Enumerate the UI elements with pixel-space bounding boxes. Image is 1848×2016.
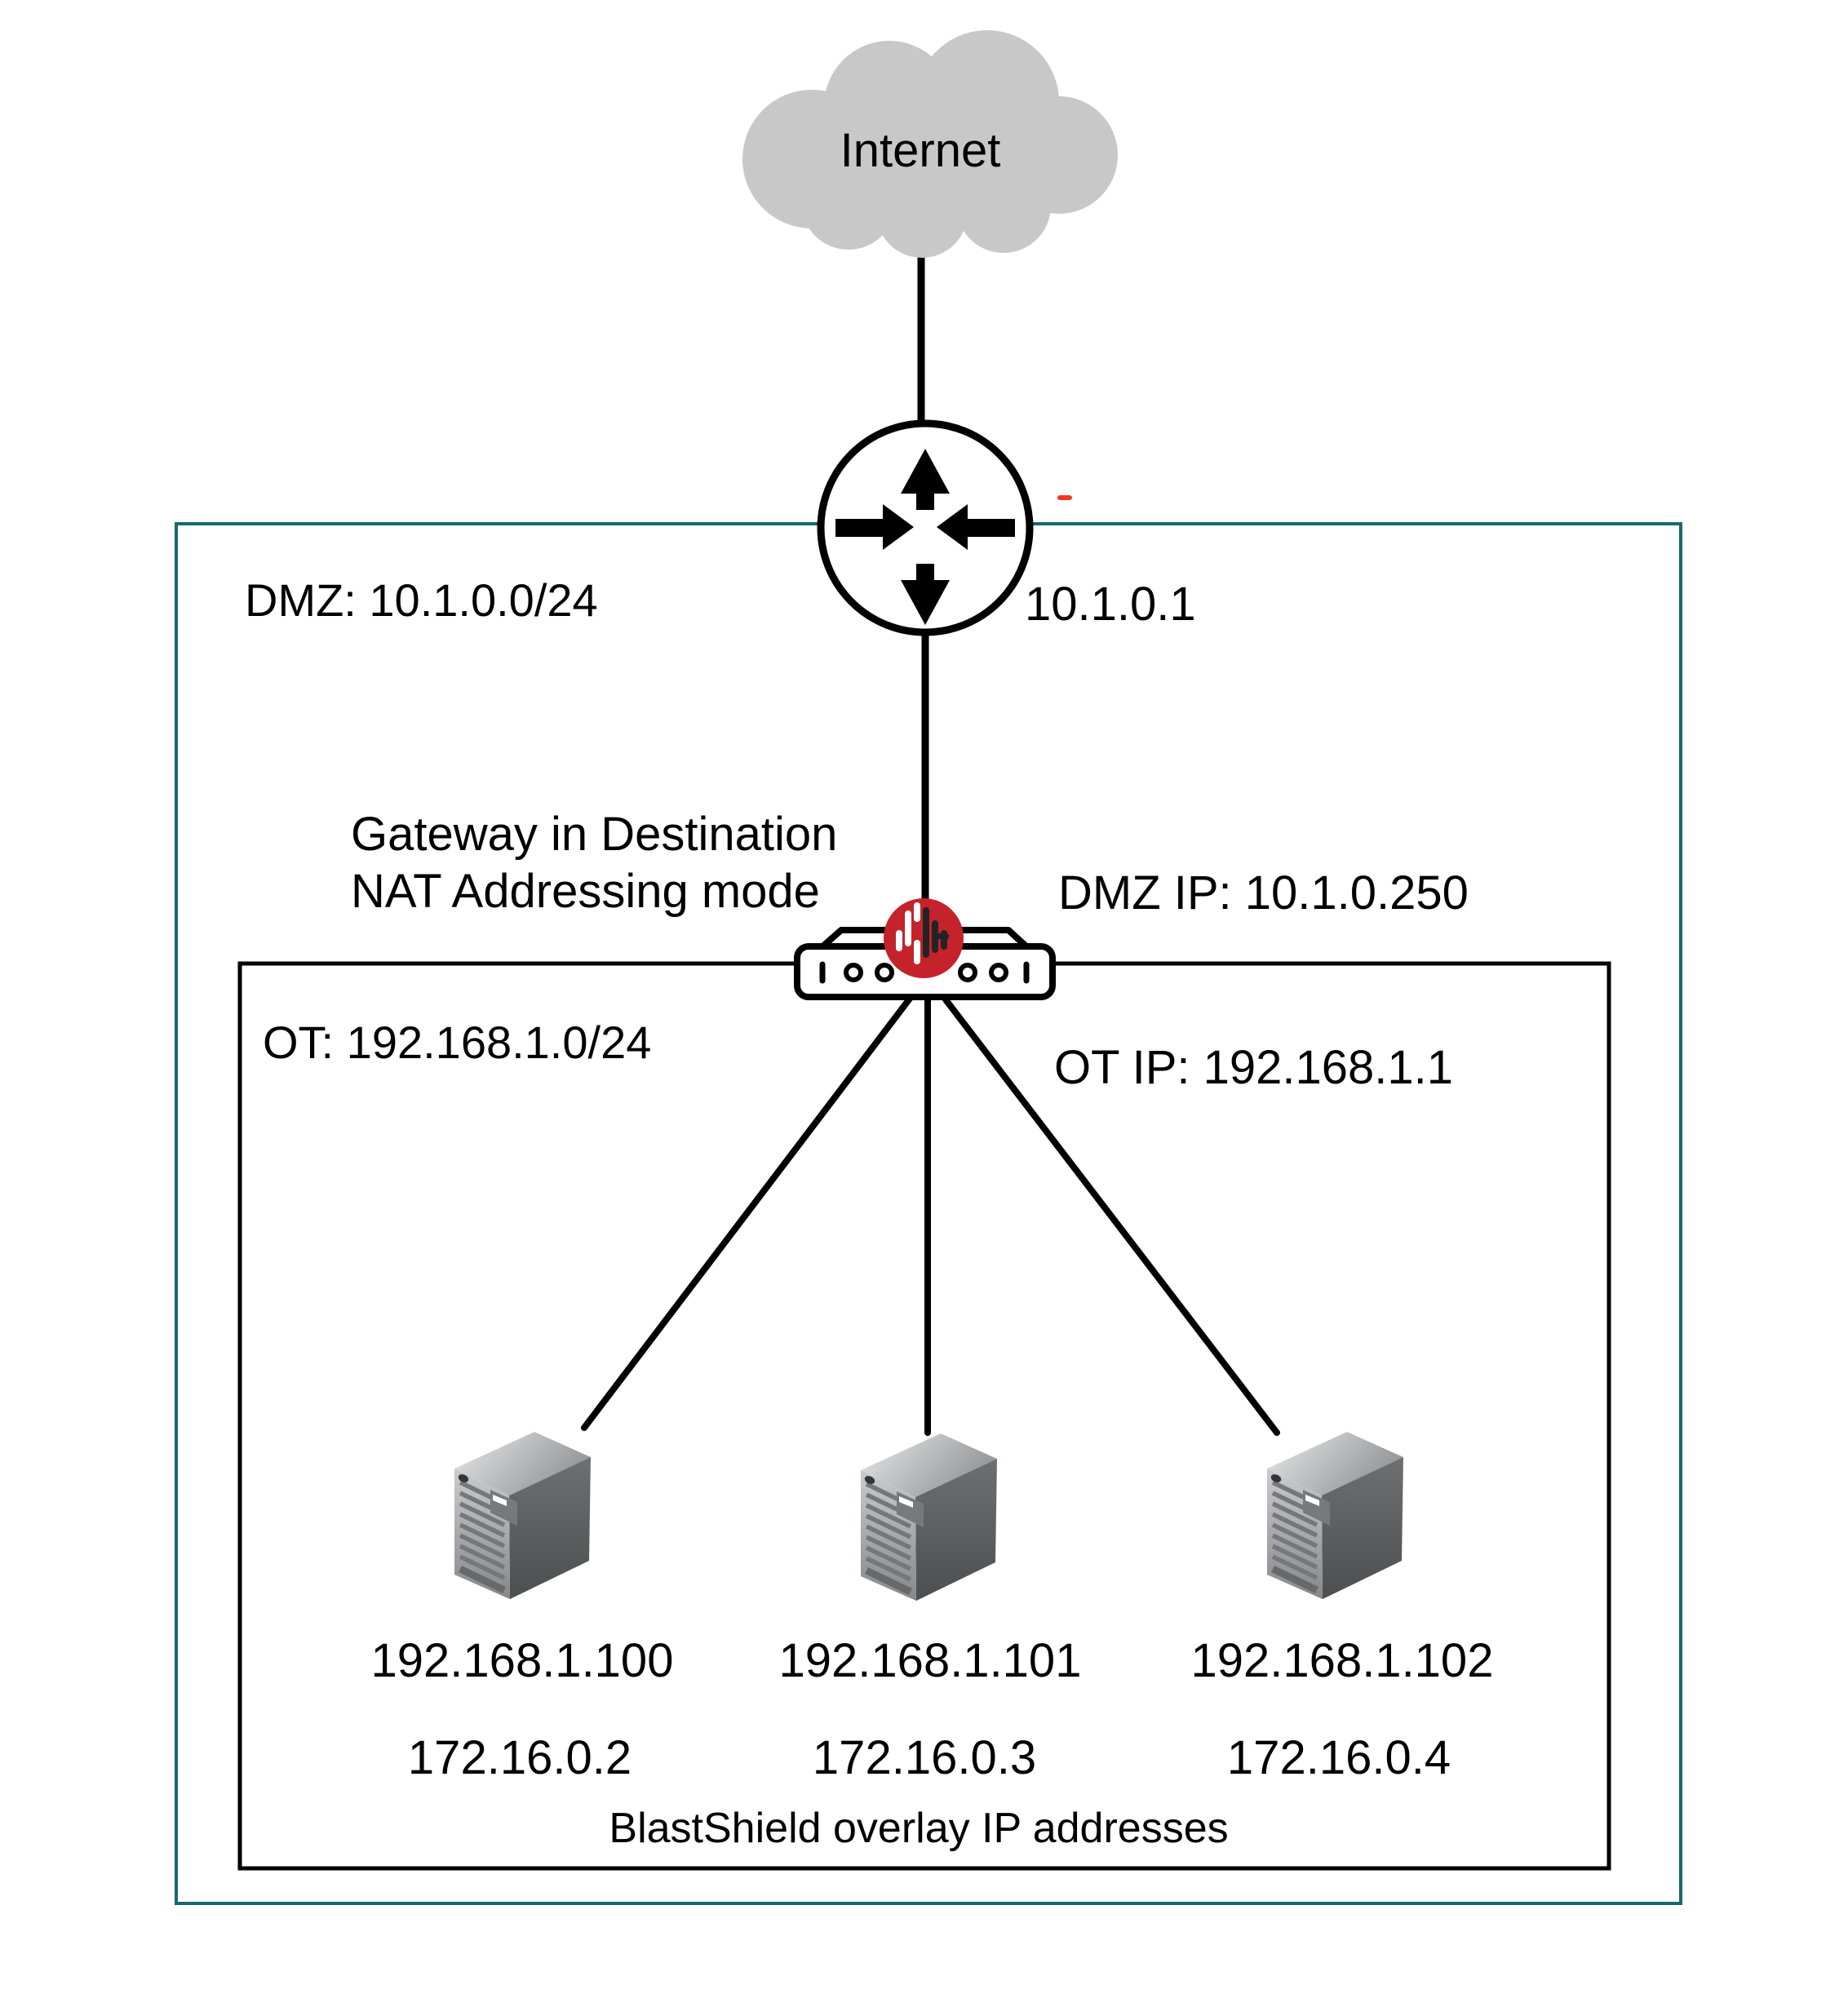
blastshield-logo-icon bbox=[884, 898, 964, 978]
gateway-dmz-ip-label: DMZ IP: 10.1.0.250 bbox=[1058, 866, 1469, 919]
server-2-ot-ip-label: 192.168.1.101 bbox=[778, 1634, 1082, 1687]
link-gateway-server-3 bbox=[939, 992, 1280, 1436]
router-arrows-icon bbox=[835, 449, 1015, 625]
router-ip-label: 10.1.0.1 bbox=[1025, 578, 1196, 631]
gateway-device-icon bbox=[794, 898, 1056, 1000]
server-3-ot-ip-label: 192.168.1.102 bbox=[1190, 1634, 1494, 1687]
server-1-overlay-ip-label: 172.16.0.2 bbox=[407, 1731, 632, 1784]
server-3-overlay-ip-label: 172.16.0.4 bbox=[1226, 1731, 1451, 1784]
server-icon-2 bbox=[861, 1433, 997, 1601]
server-icon-1 bbox=[454, 1432, 591, 1599]
gateway-ports bbox=[819, 961, 1030, 984]
router-icon bbox=[817, 419, 1034, 636]
internet-label: Internet bbox=[840, 124, 1001, 177]
dmz-subnet-label: DMZ: 10.1.0.0/24 bbox=[245, 574, 598, 626]
link-gateway-server-1 bbox=[581, 992, 915, 1431]
server-1-ot-ip-label: 192.168.1.100 bbox=[370, 1634, 674, 1687]
red-dash-mark bbox=[1057, 495, 1072, 500]
gateway-caption: Gateway in Destination NAT Addressing mo… bbox=[351, 806, 837, 920]
overlay-caption-label: BlastShield overlay IP addresses bbox=[609, 1805, 1229, 1852]
gateway-caption-line2: NAT Addressing mode bbox=[351, 865, 820, 918]
gateway-ot-ip-label: OT IP: 192.168.1.1 bbox=[1054, 1041, 1454, 1094]
internet-cloud-icon bbox=[742, 30, 1118, 258]
server-icon-3 bbox=[1267, 1432, 1403, 1599]
ot-subnet-label: OT: 192.168.1.0/24 bbox=[263, 1017, 652, 1068]
gateway-caption-line1: Gateway in Destination bbox=[351, 808, 838, 861]
server-2-overlay-ip-label: 172.16.0.3 bbox=[812, 1731, 1037, 1784]
